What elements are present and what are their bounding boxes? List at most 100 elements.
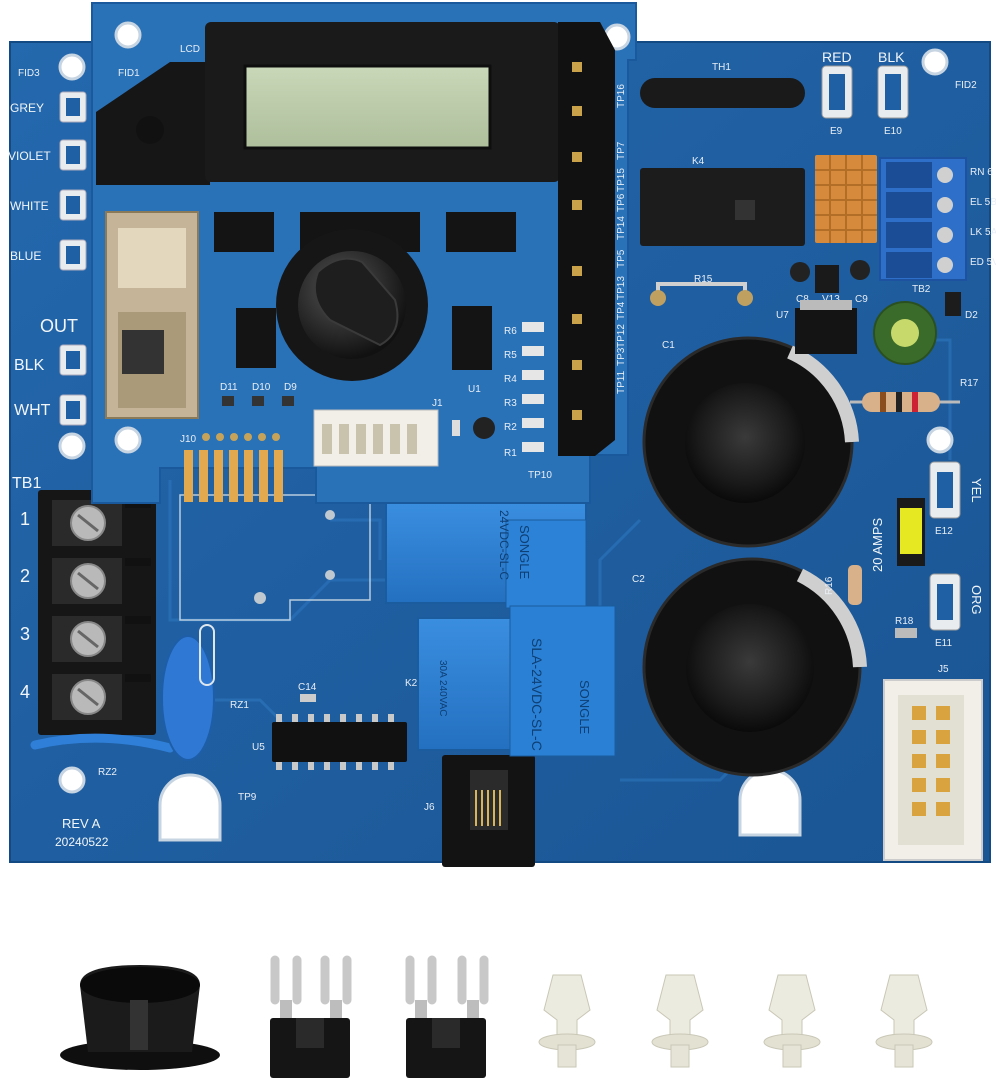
e12-label: E12 xyxy=(935,526,953,537)
jumper-1 xyxy=(270,955,352,1078)
yel-jumper xyxy=(929,461,961,519)
tp7-label: TP7 xyxy=(616,141,627,160)
tp12-label: TP12 xyxy=(616,324,627,348)
relay-top-brand: SONGLE xyxy=(517,525,532,580)
u7-regulator xyxy=(795,300,857,354)
standoff-3 xyxy=(763,974,821,1068)
tp10-label: TP10 xyxy=(528,470,552,481)
heatsink xyxy=(815,155,877,243)
fid1-label: FID1 xyxy=(118,68,140,79)
lcd-label: LCD xyxy=(180,44,200,55)
k4-label: K4 xyxy=(692,156,705,167)
fuse-label: 20 AMPS xyxy=(870,517,885,572)
r4-label: R4 xyxy=(504,374,517,385)
tb2-label-3: LK 5A xyxy=(970,227,996,238)
e10-label: E10 xyxy=(884,126,902,137)
r3-label: R3 xyxy=(504,398,517,409)
tb2-terminal-block xyxy=(879,157,967,281)
r15-label: R15 xyxy=(694,274,713,285)
lcd-display xyxy=(96,22,560,185)
r17-label: R17 xyxy=(960,378,979,389)
c2-label: C2 xyxy=(632,574,645,585)
red-jumper xyxy=(821,65,853,119)
th1-thermistor xyxy=(640,78,805,108)
j1-connector xyxy=(313,409,439,467)
j5-connector xyxy=(883,679,983,861)
org-label: ORG xyxy=(969,585,984,615)
capacitor-c1 xyxy=(642,336,859,548)
c1-label: C1 xyxy=(662,340,675,351)
white-label: WHITE xyxy=(10,199,49,213)
d2-label: D2 xyxy=(965,310,978,321)
v13-label: V13 xyxy=(822,294,840,305)
out-label: OUT xyxy=(40,316,78,336)
standoff-1 xyxy=(538,974,596,1068)
e11-label: E11 xyxy=(935,638,952,649)
tb1-label: TB1 xyxy=(12,475,41,492)
test-point-header xyxy=(558,22,615,456)
tb2-label-2: EL 5B xyxy=(970,197,996,208)
green-capacitor xyxy=(873,301,937,365)
r6-label: R6 xyxy=(504,326,517,337)
terminal-1-label: 1 xyxy=(20,509,30,529)
slide-switch xyxy=(105,211,199,419)
black-bushing xyxy=(60,965,220,1070)
c8-label: C8 xyxy=(796,294,809,305)
r5-label: R5 xyxy=(504,350,517,361)
terminal-2-label: 2 xyxy=(20,566,30,586)
tb1-terminal-block xyxy=(38,490,156,735)
u5-label: U5 xyxy=(252,742,265,753)
left-wire-tabs xyxy=(59,91,87,426)
grey-label: GREY xyxy=(10,101,44,115)
c9-label: C9 xyxy=(855,294,868,305)
k4-relay xyxy=(640,168,805,246)
yel-label: YEL xyxy=(969,478,984,503)
j6-connector xyxy=(442,755,535,867)
tb2-label: TB2 xyxy=(912,284,931,295)
jumper-2 xyxy=(405,955,489,1078)
d11-label: D11 xyxy=(220,382,238,393)
relay-bottom: SLA-24VDC-SL-C SONGLE 30A 240VAC xyxy=(417,605,617,757)
th1-label: TH1 xyxy=(712,62,731,73)
tp3-label: TP3 xyxy=(616,347,627,366)
rotary-knob xyxy=(276,229,428,381)
r16-label: R16 xyxy=(824,576,835,595)
relay-bottom-model: SLA-24VDC-SL-C xyxy=(529,638,545,751)
relay-top: SONGLE 24VDC-SL-C xyxy=(385,502,587,609)
r17-resistor xyxy=(850,392,960,412)
wht-label: WHT xyxy=(14,402,51,419)
tp16-label: TP16 xyxy=(616,84,627,108)
j6-label: J6 xyxy=(424,802,435,813)
c14-label: C14 xyxy=(298,682,317,693)
tb2-label-1: RN 6 xyxy=(970,167,993,178)
rz1-label: RZ1 xyxy=(230,700,249,711)
r2-label: R2 xyxy=(504,422,517,433)
r18-label: R18 xyxy=(895,616,914,627)
j5-label: J5 xyxy=(938,664,949,675)
capacitor-c2 xyxy=(642,557,867,777)
violet-label: VIOLET xyxy=(8,149,51,163)
j10-gold-edge xyxy=(184,433,283,502)
u1-label: U1 xyxy=(468,384,481,395)
blk-jumper xyxy=(877,65,909,119)
tp11-label: TP11 xyxy=(616,370,627,394)
j1-label: J1 xyxy=(432,398,443,409)
rev-label: REV A xyxy=(62,816,101,831)
relay-top-model: 24VDC-SL-C xyxy=(497,510,511,580)
r1-label: R1 xyxy=(504,448,517,459)
blk-label: BLK xyxy=(14,357,45,374)
u5-ic xyxy=(272,714,407,770)
relay-bottom-brand: SONGLE xyxy=(577,680,592,735)
red-label: RED xyxy=(822,49,852,65)
diodes xyxy=(222,396,294,406)
e9-label: E9 xyxy=(830,126,843,137)
fid2-label: FID2 xyxy=(955,80,977,91)
tp14-label: TP14 xyxy=(616,216,627,240)
resistor-stack xyxy=(522,322,544,452)
terminal-4-label: 4 xyxy=(20,682,30,702)
u7-label: U7 xyxy=(776,310,789,321)
standoff-2 xyxy=(651,974,709,1068)
d9-label: D9 xyxy=(284,382,297,393)
tp15-label: TP15 xyxy=(616,168,627,192)
